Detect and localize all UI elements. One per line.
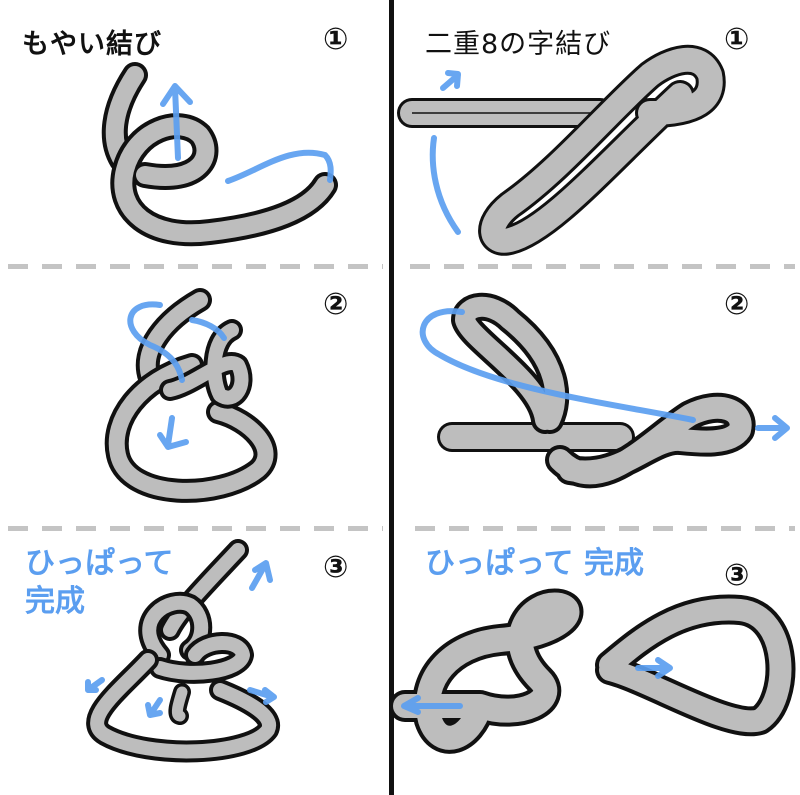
bowline-step-2-rope — [104, 288, 278, 503]
right-step-3-number: ③ — [724, 558, 750, 593]
note-line-pull: ひっぱって — [25, 546, 174, 581]
bowline-step-1-arrows — [160, 83, 334, 184]
left-step-3-number: ③ — [323, 550, 349, 585]
double-figure-eight-title: 二重8の字結び — [425, 29, 612, 60]
left-step-1-number: ① — [323, 22, 349, 57]
bowline-title: もやい結び — [22, 29, 162, 60]
left-row-divider-2 — [8, 526, 383, 531]
figure-eight-step-1-rope — [397, 44, 726, 256]
figure-eight-step-2-arrows — [419, 308, 790, 441]
left-step-2-number: ② — [323, 287, 349, 322]
bowline-step-2-arrows — [127, 301, 227, 450]
figure-eight-step-3-rope — [389, 588, 796, 754]
bowline-step-3-arrows — [85, 560, 277, 718]
bowline-step-3-rope — [86, 539, 280, 763]
figure-eight-step-3-arrows — [401, 657, 673, 715]
figure-eight-step-1-arrows — [429, 70, 461, 235]
left-step-3-note: ひっぱって 完成 — [25, 545, 174, 620]
note-line-complete: 完成 — [25, 583, 85, 619]
right-step-3-note: ひっぱって 完成 — [425, 546, 644, 581]
left-row-divider-1 — [8, 264, 383, 269]
figure-eight-step-2-rope — [437, 292, 756, 489]
center-divider — [389, 0, 394, 795]
right-row-divider-1 — [410, 264, 795, 269]
right-row-divider-2 — [415, 526, 795, 531]
right-step-2-number: ② — [724, 287, 750, 322]
right-step-1-number: ① — [724, 22, 750, 57]
bowline-step-1-rope — [101, 62, 338, 247]
